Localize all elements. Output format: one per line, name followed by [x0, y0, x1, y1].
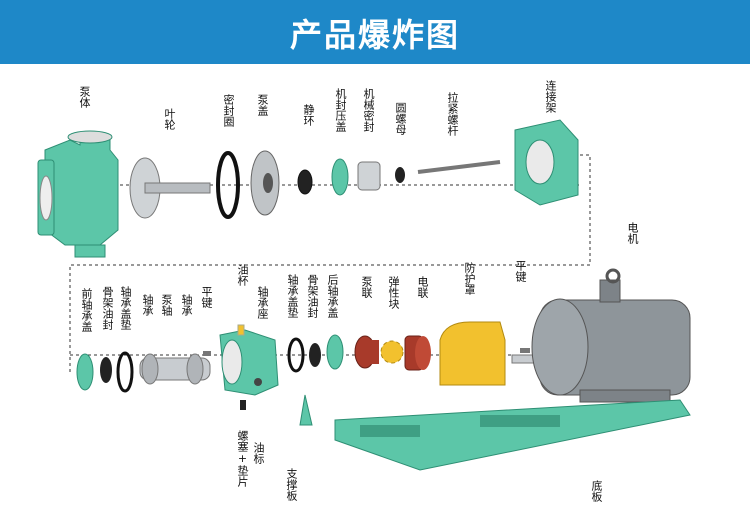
guard: [439, 321, 506, 386]
label-mech-seal: 机械密封: [362, 88, 375, 132]
bearing-seat: [219, 329, 279, 396]
rear-bearing-cover: [326, 334, 344, 370]
exploded-diagram: 泵体 叶轮 密封圈 泵盖 静环 机封压盖 机械密封 圆螺母 拉紧螺杆 连接架 前…: [0, 64, 750, 531]
flat-key-1: [203, 351, 211, 356]
label-motor-coupling: 电联: [416, 276, 429, 298]
elastic-block: [380, 340, 404, 364]
label-bearing-1: 轴承: [141, 294, 154, 316]
title-banner: 产品爆炸图: [0, 0, 750, 64]
label-base-plate: 底板: [590, 480, 603, 502]
label-bearing-cover-pad: 轴承盖垫: [119, 286, 132, 330]
label-round-nut: 圆螺母: [394, 102, 407, 135]
motor: [531, 268, 691, 403]
label-pump-body: 泵体: [78, 86, 91, 108]
label-front-bearing-cover: 前轴承盖: [80, 288, 93, 332]
flat-key-2: [520, 348, 530, 353]
label-pump-cover: 泵盖: [256, 94, 269, 116]
seal-ring: [216, 151, 240, 219]
label-elastic-block: 弹性块: [387, 276, 400, 309]
label-rear-bearing-cover: 后轴承盖: [326, 274, 339, 318]
label-tie-bolt: 拉紧螺杆: [446, 92, 459, 136]
oil-cup: [237, 324, 245, 336]
label-support-plate: 支撑板: [285, 468, 298, 501]
bearing-cover-pad: [116, 351, 134, 393]
label-bearing-cover-pad-2: 轴承盖垫: [286, 274, 299, 318]
pump-shaft: [139, 353, 211, 385]
label-seal-ring: 密封圈: [222, 94, 235, 127]
page-title: 产品爆炸图: [289, 16, 460, 54]
tie-bolt: [417, 160, 501, 174]
pump-cover: [250, 150, 280, 216]
skeleton-seal-1: [100, 357, 112, 383]
static-ring: [297, 169, 313, 195]
label-pump-coupling: 泵联: [360, 276, 373, 298]
support-plate: [299, 394, 313, 426]
label-bearing-seat: 轴承座: [256, 286, 269, 319]
mech-seal: [357, 161, 381, 191]
label-bracket: 连接架: [544, 80, 557, 113]
skeleton-seal-2: [309, 343, 321, 367]
motor-coupling: [404, 335, 431, 371]
impeller: [129, 157, 211, 219]
diagram-svg: [37, 119, 691, 471]
label-flat-key-2: 平键: [514, 260, 527, 282]
label-static-ring: 静环: [302, 104, 315, 126]
base-slot-1: [360, 425, 420, 437]
label-skeleton-seal-1: 骨架油封: [101, 286, 114, 330]
label-plug-pad: 螺塞+垫片: [236, 430, 249, 487]
label-mech-seal-gland: 机封压盖: [334, 88, 347, 132]
label-pump-shaft: 泵轴: [160, 294, 173, 316]
bracket: [514, 119, 579, 206]
pump-coupling: [354, 335, 379, 369]
base-plate: [334, 399, 691, 471]
bearing-cover-pad-2: [287, 337, 305, 373]
label-motor: 电机: [626, 222, 639, 244]
front-bearing-cover: [76, 353, 94, 391]
label-guard: 防护罩: [463, 262, 476, 295]
plug-pad: [240, 400, 246, 410]
connector-dashed: [69, 154, 591, 375]
label-skeleton-seal-2: 骨架油封: [306, 274, 319, 318]
mech-seal-gland: [331, 158, 349, 196]
base-slot-2: [480, 415, 560, 427]
label-impeller: 叶轮: [163, 108, 176, 130]
round-nut: [395, 167, 405, 183]
label-bearing-2: 轴承: [180, 294, 193, 316]
pump-body: [37, 130, 119, 258]
label-oil-mark: 油标: [252, 442, 265, 464]
label-flat-key-1: 平键: [200, 286, 213, 308]
label-oil-cup: 油杯: [236, 264, 249, 286]
